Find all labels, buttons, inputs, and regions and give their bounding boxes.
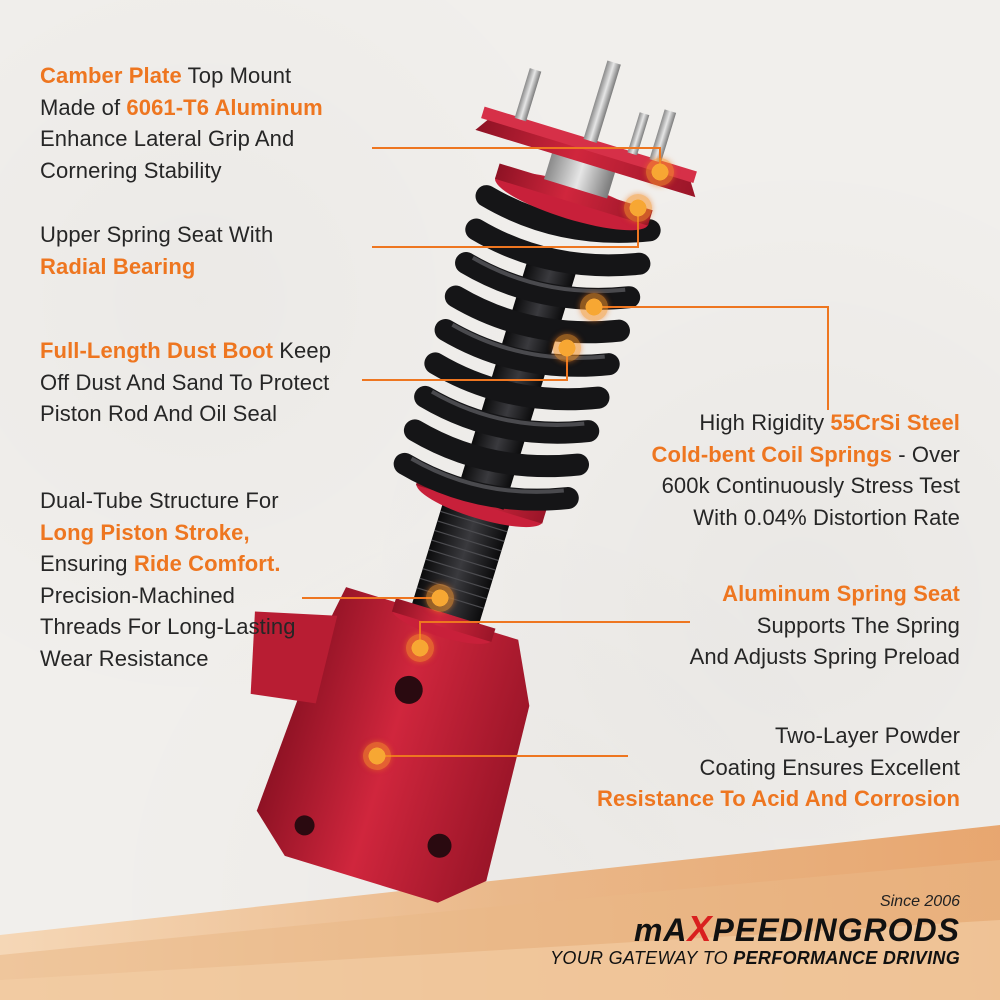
aluminum-spring-seat-line: Supports The Spring <box>690 610 960 642</box>
coil-springs-line: With 0.04% Distortion Rate <box>652 502 960 534</box>
leader-dust-boot <box>362 348 568 381</box>
body-text: Dual-Tube Structure For <box>40 488 279 513</box>
body-text: With 0.04% Distortion Rate <box>693 504 960 530</box>
body-text: Supports The Spring <box>756 612 960 638</box>
brand-logo[interactable]: mAXPEEDINGRODS <box>550 908 960 949</box>
upper-spring-seat-line: Radial Bearing <box>40 251 273 283</box>
body-text: Wear Resistance <box>40 645 209 671</box>
leader-camber-plate <box>372 147 661 172</box>
hotspot-marker-icon[interactable] <box>624 194 652 222</box>
dual-tube-line: Precision-Machined <box>40 580 296 612</box>
coil-springs-line: Cold-bent Coil Springs - Over <box>652 439 960 471</box>
aluminum-spring-seat-line: And Adjusts Spring Preload <box>690 641 960 673</box>
dust-boot-line: Off Dust And Sand To Protect <box>40 367 331 399</box>
body-text: Top Mount <box>181 63 292 88</box>
hotspot-marker-icon[interactable] <box>553 334 581 362</box>
highlight-text: Resistance To Acid And Corrosion <box>597 786 960 811</box>
brand-block: Since 2006 mAXPEEDINGRODS YOUR GATEWAY T… <box>550 893 960 969</box>
camber-plate-line: Enhance Lateral Grip And <box>40 123 323 155</box>
dual-tube-line: Dual-Tube Structure For <box>40 485 296 517</box>
dual-tube-line: Wear Resistance <box>40 643 296 675</box>
camber-plate-line: Camber Plate Top Mount <box>40 60 323 92</box>
hotspot-marker-icon[interactable] <box>406 634 434 662</box>
body-text: Two-Layer Powder <box>774 723 960 748</box>
body-text: 600k Continuously Stress Test <box>661 473 960 498</box>
brand-since: Since 2006 <box>879 893 960 910</box>
body-text: And Adjusts Spring Preload <box>689 644 960 669</box>
dual-tube-line: Ensuring Ride Comfort. <box>40 548 296 580</box>
body-text: Made of <box>40 94 127 120</box>
powder-coating-line: Two-Layer Powder <box>597 720 960 752</box>
hotspot-marker-icon[interactable] <box>646 158 674 186</box>
brand-logo-pre: mA <box>633 912 688 948</box>
brand-tagline-bold: PERFORMANCE DRIVING <box>733 948 960 968</box>
highlight-text: Ride Comfort. <box>133 551 281 576</box>
dust-boot-line: Full-Length Dust Boot Keep <box>40 335 331 367</box>
highlight-text: Camber Plate <box>40 63 182 88</box>
highlight-text: Aluminum Spring Seat <box>722 581 960 606</box>
hotspot-marker-icon[interactable] <box>426 584 454 612</box>
aluminum-spring-seat-line: Aluminum Spring Seat <box>690 578 960 610</box>
body-text: Precision-Machined <box>40 582 235 608</box>
dual-tube-line: Threads For Long-Lasting <box>40 611 296 643</box>
hotspot-marker-icon[interactable] <box>580 293 608 321</box>
body-text: Cornering Stability <box>40 157 222 183</box>
highlight-text: 55CrSi Steel <box>830 410 960 435</box>
dual-tube-line: Long Piston Stroke, <box>40 517 296 549</box>
powder-coating-line: Resistance To Acid And Corrosion <box>597 783 960 815</box>
coil-springs-line: 600k Continuously Stress Test <box>652 470 960 502</box>
dust-boot-line: Piston Rod And Oil Seal <box>40 398 331 430</box>
body-text: Enhance Lateral Grip And <box>40 126 295 151</box>
highlight-text: Cold-bent Coil Springs <box>651 441 893 467</box>
leader-upper-spring-seat <box>372 208 639 248</box>
upper-spring-seat-line: Upper Spring Seat With <box>40 219 273 251</box>
brand-logo-x: X <box>687 908 713 949</box>
body-text: Threads For Long-Lasting <box>40 614 296 639</box>
coil-springs-line: High Rigidity 55CrSi Steel <box>652 407 960 439</box>
highlight-text: Long Piston Stroke, <box>40 519 250 545</box>
body-text: Piston Rod And Oil Seal <box>40 401 278 426</box>
camber-plate-line: Made of 6061-T6 Aluminum <box>40 92 323 124</box>
body-text: High Rigidity <box>699 410 831 435</box>
body-text: Keep <box>273 338 332 363</box>
body-text: Upper Spring Seat With <box>40 222 274 247</box>
highlight-text: Radial Bearing <box>40 253 196 279</box>
brand-tagline: YOUR GATEWAY TO PERFORMANCE DRIVING <box>550 948 960 969</box>
hotspot-marker-icon[interactable] <box>363 742 391 770</box>
leader-coil-springs <box>594 306 829 410</box>
body-text: Coating Ensures Excellent <box>699 754 960 780</box>
body-text: - Over <box>892 441 960 467</box>
highlight-text: 6061-T6 Aluminum <box>126 94 323 120</box>
camber-plate-line: Cornering Stability <box>40 155 323 187</box>
brand-logo-post: PEEDINGRODS <box>712 912 960 948</box>
powder-coating-line: Coating Ensures Excellent <box>597 752 960 784</box>
body-text: Off Dust And Sand To Protect <box>40 369 330 395</box>
body-text: Ensuring <box>40 551 134 576</box>
brand-tagline-pre: YOUR GATEWAY TO <box>550 948 734 968</box>
highlight-text: Full-Length Dust Boot <box>40 338 274 363</box>
leader-aluminum-spring-seat <box>419 621 690 648</box>
